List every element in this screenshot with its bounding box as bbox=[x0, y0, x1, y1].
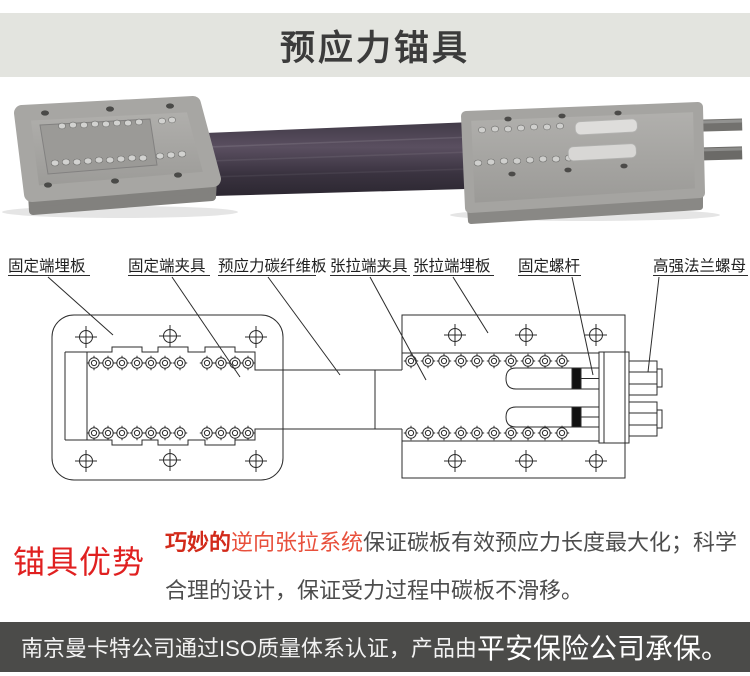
carbon-fiber-plate-photo bbox=[205, 121, 502, 196]
advantage-highlight-bold: 巧妙的 bbox=[165, 530, 232, 555]
clamp-cylinder-bottom bbox=[567, 143, 637, 162]
fixed-end-plate-drawing bbox=[51, 314, 284, 481]
title-bar: 预应力锚具 bbox=[0, 13, 750, 77]
label-fixed-end-clamp: 固定端夹具 bbox=[128, 257, 206, 275]
flange-nuts-drawing bbox=[628, 360, 663, 437]
flange-drawing bbox=[598, 351, 630, 444]
label-tension-end-embedded-plate: 张拉端埋板 bbox=[413, 257, 491, 275]
product-photo bbox=[0, 95, 750, 225]
screw-rods-drawing bbox=[505, 367, 600, 428]
label-fixing-screw-rod: 固定螺杆 bbox=[518, 257, 580, 275]
carbon-plate-drawing bbox=[283, 369, 402, 430]
advantage-body: 保证碳板有效预应力长度最大化；科学合理的设计，保证受力过程中碳板不滑移。 bbox=[165, 530, 738, 603]
advantage-paragraph: 巧妙的逆向张拉系统保证碳板有效预应力长度最大化；科学合理的设计，保证受力过程中碳… bbox=[165, 519, 743, 615]
diagram-labels: 固定端埋板 固定端夹具 预应力碳纤维板 张拉端夹具 张拉端埋板 固定螺杆 高强法… bbox=[8, 256, 746, 275]
technical-diagram: 固定端埋板 固定端夹具 预应力碳纤维板 张拉端夹具 张拉端埋板 固定螺杆 高强法… bbox=[0, 250, 750, 510]
advantage-heading: 锚具优势 bbox=[13, 544, 146, 580]
label-high-strength-flange-nut: 高强法兰螺母 bbox=[653, 257, 746, 275]
footer-insurance-text: 平安保险公司承保。 bbox=[476, 633, 729, 664]
advantage-highlight: 逆向张拉系统 bbox=[231, 530, 364, 555]
technical-diagram-svg: 固定端埋板 固定端夹具 预应力碳纤维板 张拉端夹具 张拉端埋板 固定螺杆 高强法… bbox=[8, 256, 748, 481]
tension-end-plate-drawing bbox=[401, 314, 663, 479]
page-title: 预应力锚具 bbox=[279, 28, 470, 68]
footer-bar: 南京曼卡特公司通过ISO质量体系认证，产品由平安保险公司承保。 bbox=[0, 622, 750, 672]
clamp-cylinder-top bbox=[574, 118, 638, 136]
label-prestressed-carbon-fiber-plate: 预应力碳纤维板 bbox=[218, 256, 327, 275]
footer-certification-text: 南京曼卡特公司通过ISO质量体系认证，产品由 bbox=[21, 636, 477, 661]
leader-lines bbox=[8, 275, 748, 381]
fixed-end-screws bbox=[86, 355, 256, 441]
product-photo-graphic bbox=[2, 96, 743, 224]
label-fixed-end-embedded-plate: 固定端埋板 bbox=[8, 257, 86, 275]
right-anchor-plate-photo bbox=[461, 102, 743, 224]
left-anchor-plate-photo bbox=[14, 96, 221, 215]
label-tension-end-clamp: 张拉端夹具 bbox=[330, 257, 408, 275]
